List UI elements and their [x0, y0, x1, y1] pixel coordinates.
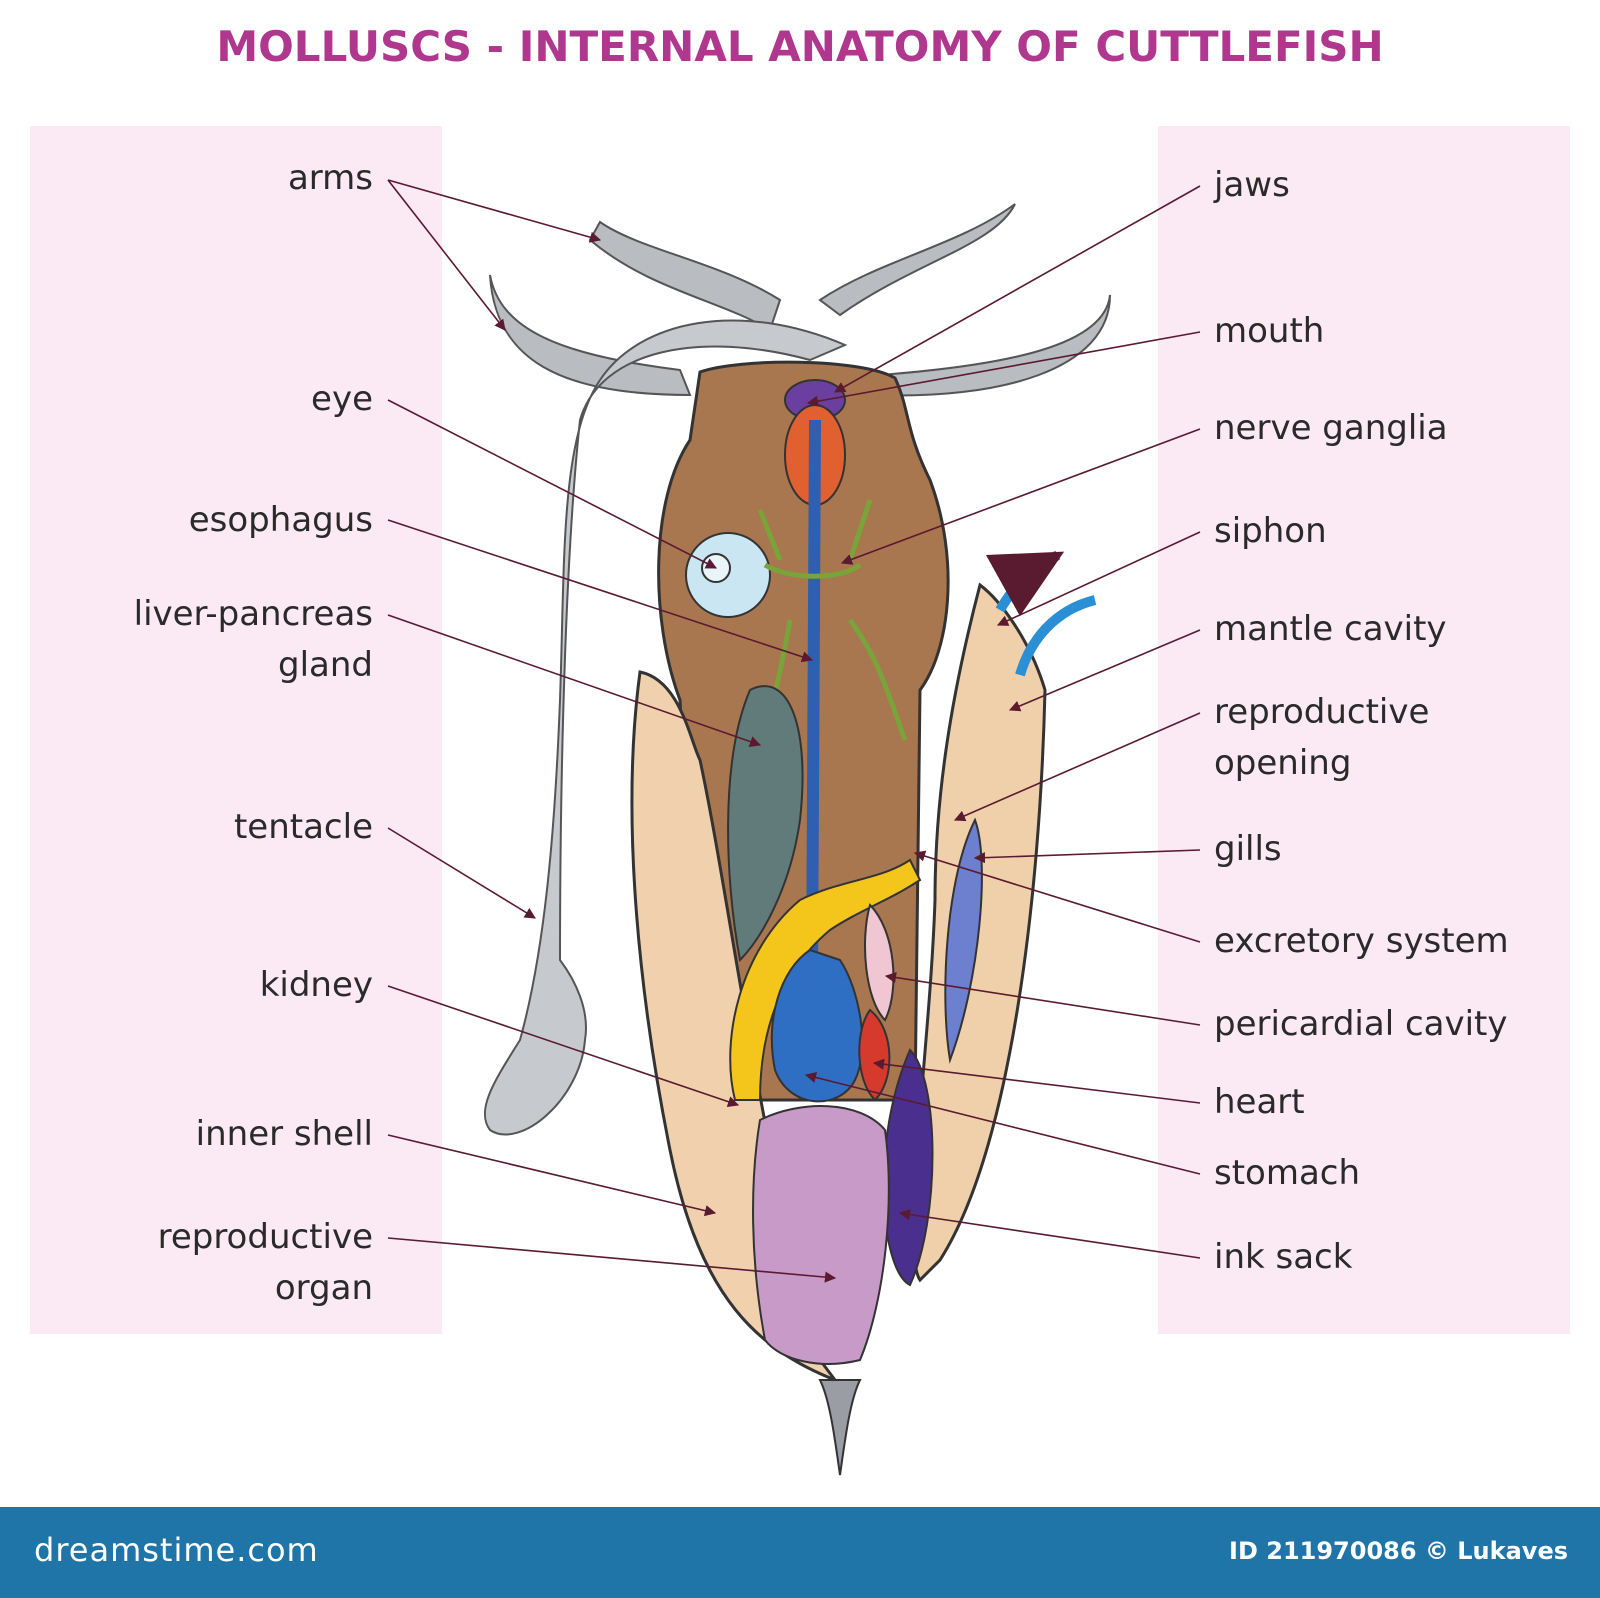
leader-lines: [387, 179, 1201, 1283]
leader-line-nerve-ganglia: [840, 428, 1201, 565]
leader-line-arms: [387, 179, 602, 243]
leader-line-excretory-system: [913, 850, 1201, 943]
footer-bar: dreamstime.com ID 211970086 © Lukaves: [0, 1507, 1600, 1598]
leader-line-siphon: [996, 531, 1201, 626]
label-eye: eye: [311, 379, 373, 419]
leader-line-reproductive-opening: [953, 712, 1201, 822]
brand-logo: dreamstime.com: [34, 1531, 319, 1569]
leader-line-mantle-cavity: [1008, 629, 1201, 712]
label-reproductive-opening: reproductive opening: [1214, 692, 1430, 783]
leader-line-eye: [387, 399, 717, 569]
label-esophagus: esophagus: [188, 500, 373, 540]
reproductive-organ-drawing: [752, 1105, 890, 1365]
leader-line-pericardial-cavity: [884, 972, 1201, 1026]
label-ink-sack: ink sack: [1214, 1237, 1353, 1277]
label-kidney: kidney: [259, 965, 373, 1005]
leader-line-heart: [872, 1058, 1201, 1104]
label-mantle-cavity: mantle cavity: [1214, 609, 1447, 649]
leader-line-esophagus: [387, 519, 814, 663]
leader-line-gills: [973, 849, 1201, 864]
arms-drawing: [489, 203, 1111, 397]
liver-pancreas-gland-drawing: [727, 685, 804, 963]
label-siphon: siphon: [1214, 511, 1327, 551]
label-heart: heart: [1214, 1082, 1305, 1122]
pericardial-cavity-drawing: [864, 903, 895, 1022]
label-jaws: jaws: [1214, 165, 1290, 205]
leader-line-inner-shell: [387, 1134, 717, 1217]
label-pericardial-cavity: pericardial cavity: [1214, 1004, 1508, 1044]
leader-line-mouth: [806, 331, 1201, 407]
nerve-ganglia-drawing: [757, 499, 908, 741]
stomach-drawing: [771, 948, 864, 1103]
label-gills: gills: [1214, 829, 1282, 869]
leader-line-stomach: [804, 1072, 1201, 1175]
leader-line-ink-sack: [898, 1208, 1201, 1259]
leader-line-jaws: [834, 185, 1201, 393]
esophagus-drawing: [806, 419, 821, 981]
tentacle-drawing: [483, 319, 848, 1136]
leader-line-reproductive-organ: [387, 1237, 837, 1283]
label-nerve-ganglia: nerve ganglia: [1214, 408, 1448, 448]
label-mouth: mouth: [1214, 311, 1325, 351]
water-flow-arrow: [1015, 595, 1097, 677]
label-tentacle: tentacle: [233, 807, 373, 847]
label-excretory-system: excretory system: [1214, 921, 1509, 961]
label-reproductive-organ: reproductive organ: [157, 1217, 373, 1308]
heart-drawing: [858, 1008, 891, 1102]
image-credit: ID 211970086 © Lukaves: [1229, 1537, 1568, 1565]
leader-line-tentacle: [387, 827, 536, 919]
label-liver-pancreas-gland: liver-pancreas gland: [133, 594, 373, 685]
tail-spine-drawing: [818, 1379, 862, 1476]
leader-line-liver-pancreas: [387, 614, 762, 747]
cuttlefish-illustration: [387, 179, 1201, 1476]
leader-line-kidney: [387, 985, 740, 1108]
left-label-panel: [30, 126, 442, 1334]
gills-drawing: [944, 817, 983, 1064]
leader-line-arms: [387, 179, 506, 331]
water-flow-arrow: [985, 550, 1065, 617]
label-arms: arms: [287, 158, 373, 198]
diagram-title: MOLLUSCS - INTERNAL ANATOMY OF CUTTLEFIS…: [216, 22, 1384, 71]
right-label-panel: [1158, 126, 1570, 1334]
label-inner-shell: inner shell: [195, 1114, 373, 1154]
label-stomach: stomach: [1214, 1153, 1361, 1193]
